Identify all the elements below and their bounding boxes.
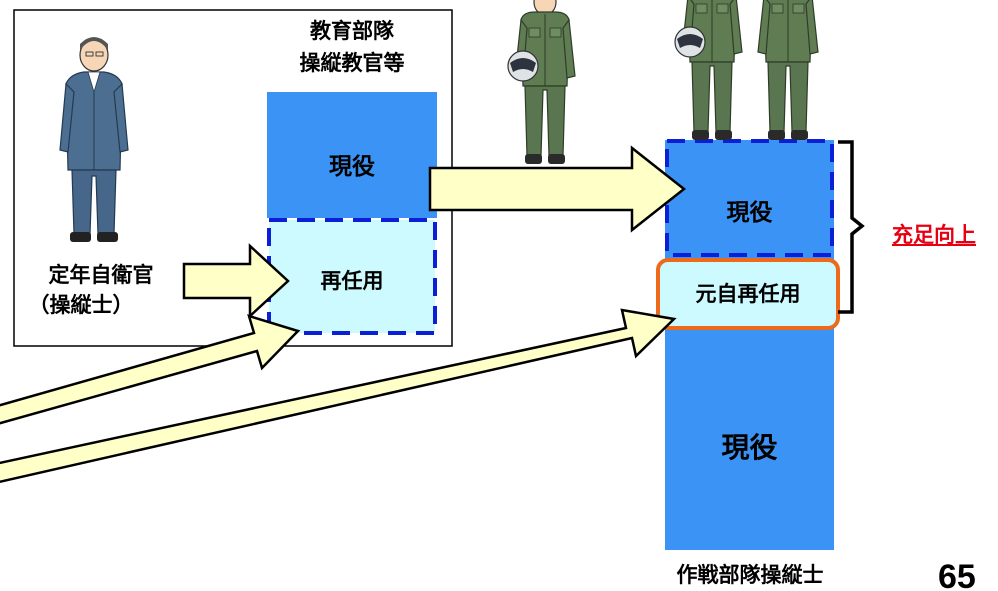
training-unit-title-line2: 操縦教官等	[299, 51, 405, 75]
operational-caption: 作戦部隊操縦士	[676, 563, 824, 587]
operational-active-top-block	[665, 139, 834, 257]
pilot-illustration-3	[757, 0, 819, 141]
training-active-label: 現役	[329, 154, 375, 180]
transfer-arrow	[428, 145, 687, 233]
former-rehire-block	[656, 258, 840, 330]
training-rehire-block	[267, 218, 437, 335]
retiree-to-rehire-arrow	[182, 243, 290, 319]
retiree-label-line2: （操縦士）	[28, 293, 134, 317]
pilot-illustration-2	[674, 0, 743, 141]
result-bracket	[838, 140, 865, 314]
pilot-illustration-1	[507, 0, 576, 165]
training-active-block	[267, 92, 437, 218]
former-rehire-label: 元自再任用	[695, 282, 801, 306]
operational-active-top-label: 現役	[726, 200, 773, 226]
retiree-label-line1: 定年自衛官	[48, 263, 154, 287]
training-rehire-label: 再任用	[320, 269, 384, 293]
page-number: 65	[938, 558, 976, 591]
operational-active-bottom-label: 現役	[721, 431, 778, 464]
incoming-arrow-upper	[0, 314, 301, 425]
incoming-arrow-lower	[0, 308, 677, 484]
result-label: 充足向上	[892, 223, 976, 247]
retired-officer-illustration	[59, 37, 129, 242]
training-unit-title-line1: 教育部隊	[310, 19, 394, 43]
